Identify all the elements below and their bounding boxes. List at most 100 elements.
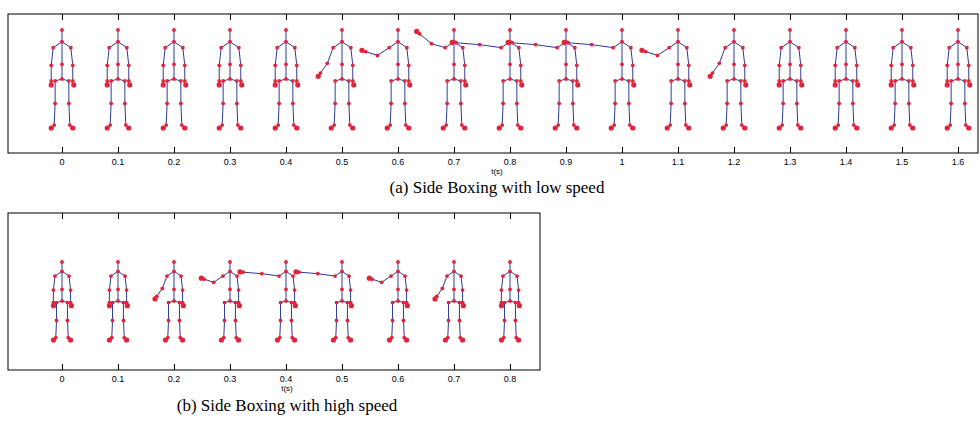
bone — [684, 81, 685, 104]
bone — [461, 276, 463, 290]
joint — [275, 46, 279, 50]
joint — [452, 299, 456, 303]
joint — [237, 303, 242, 308]
joint — [165, 79, 169, 83]
joint — [508, 260, 512, 264]
joint — [452, 77, 456, 81]
tick-label: 0.1 — [112, 158, 125, 167]
bone — [286, 64, 287, 79]
bone — [236, 81, 237, 104]
joint — [911, 79, 915, 83]
joint — [844, 62, 848, 66]
tick-label: 1.3 — [784, 158, 797, 167]
joint — [68, 337, 73, 342]
joint — [519, 63, 523, 67]
joint — [463, 63, 467, 67]
joint — [181, 46, 185, 50]
joint — [51, 337, 56, 342]
joint — [963, 102, 967, 106]
bone — [291, 321, 293, 338]
bone — [295, 48, 297, 66]
joint — [855, 79, 859, 83]
joint — [125, 288, 129, 292]
bone — [184, 65, 185, 81]
joint — [478, 43, 482, 47]
joint — [161, 125, 166, 130]
bone — [566, 42, 567, 65]
joint — [441, 125, 446, 130]
joint — [277, 79, 281, 83]
bone — [902, 42, 903, 65]
skeleton — [273, 28, 301, 131]
skeleton — [161, 28, 189, 131]
bone — [51, 48, 53, 66]
joint — [590, 43, 594, 47]
bone — [442, 276, 447, 288]
joint — [844, 40, 848, 44]
joint — [389, 102, 393, 106]
bone — [839, 81, 840, 104]
bone — [504, 303, 505, 321]
joint — [109, 274, 113, 278]
bone — [335, 321, 337, 338]
joint — [333, 79, 337, 83]
joint — [854, 125, 859, 130]
bone — [964, 104, 966, 126]
joint — [228, 40, 232, 44]
tick-mark — [342, 364, 343, 370]
bone — [279, 321, 281, 338]
joint — [53, 274, 57, 278]
joint — [669, 79, 673, 83]
joint — [167, 319, 171, 323]
joint — [620, 62, 624, 66]
joint — [284, 40, 288, 44]
joint — [60, 269, 64, 273]
joint — [676, 62, 680, 66]
joint — [407, 79, 411, 83]
bone — [347, 321, 349, 338]
joint — [788, 40, 792, 44]
tick-mark — [510, 147, 511, 153]
bone — [520, 65, 521, 81]
bone — [947, 65, 948, 81]
joint — [183, 79, 187, 83]
joint — [49, 125, 54, 130]
tick-mark — [622, 14, 623, 20]
bone — [125, 276, 127, 290]
tick-mark — [454, 364, 455, 370]
joint — [956, 62, 960, 66]
joint — [445, 79, 449, 83]
bone — [223, 81, 224, 104]
joint — [396, 299, 400, 303]
bone — [109, 276, 111, 290]
bone — [327, 48, 333, 64]
joint — [500, 288, 504, 292]
joint — [656, 54, 660, 58]
bone — [118, 64, 119, 79]
bone — [448, 303, 449, 321]
bone — [342, 42, 343, 65]
joint — [295, 63, 299, 67]
bone — [239, 48, 241, 66]
tick-mark — [622, 147, 623, 153]
bone — [743, 48, 745, 66]
joint — [165, 102, 169, 106]
joint — [501, 274, 505, 278]
joint — [172, 40, 176, 44]
bone — [179, 303, 180, 321]
joint — [182, 125, 187, 130]
joint — [396, 260, 400, 264]
skeleton — [777, 28, 805, 131]
joint — [743, 79, 747, 83]
joint — [367, 276, 372, 281]
bone — [726, 104, 728, 126]
joint — [445, 102, 449, 106]
bone — [779, 48, 781, 66]
joint — [739, 79, 743, 83]
joint — [295, 79, 299, 83]
joint — [732, 62, 736, 66]
bone — [446, 104, 448, 126]
joint — [284, 28, 288, 32]
bone — [420, 34, 432, 44]
joint — [553, 125, 558, 130]
